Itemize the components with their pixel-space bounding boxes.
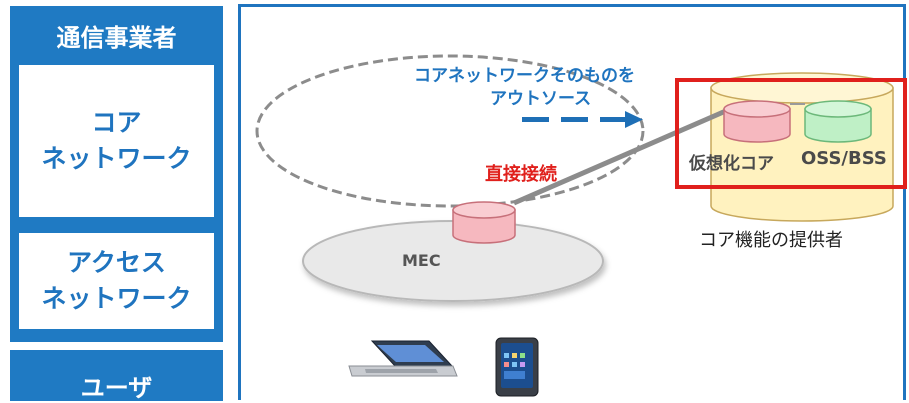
provider-highlight-frame — [675, 78, 907, 189]
outsource-arrow — [522, 111, 643, 128]
diagram-frame — [238, 4, 906, 400]
virtual-core-label: 仮想化コア — [689, 154, 774, 174]
laptop-icon — [348, 340, 458, 377]
direct-connection-line — [513, 107, 729, 206]
operator-panel: 通信事業者 コア ネットワーク アクセス ネットワーク — [10, 6, 223, 342]
direct-connection-label: 直接接続 — [485, 164, 557, 185]
access-network-label-line2: ネットワーク — [41, 284, 192, 313]
core-network-box: コア ネットワーク — [19, 65, 214, 217]
user-label: ユーザ — [80, 374, 153, 402]
virtual-core-cylinder — [723, 100, 791, 143]
core-network-ellipse — [255, 54, 645, 208]
operator-title: 通信事業者 — [56, 24, 177, 52]
smartphone-icon — [495, 337, 539, 397]
user-panel: ユーザ — [10, 350, 223, 402]
mec-cylinder — [452, 201, 516, 244]
oss-bss-label: OSS/BSS — [801, 148, 887, 169]
access-network-box: アクセス ネットワーク — [19, 233, 214, 329]
oss-bss-cylinder — [804, 100, 872, 143]
access-network-label-line1: アクセス — [67, 247, 166, 277]
outsource-label-line1: コアネットワークそのものを — [414, 66, 635, 86]
core-network-label-line2: ネットワーク — [41, 144, 192, 173]
operator-sidebar: 通信事業者 コア ネットワーク アクセス ネットワーク ユーザ — [0, 0, 231, 402]
outsource-label-line2: アウトソース — [490, 89, 592, 109]
core-network-label-line1: コア — [91, 107, 142, 137]
mec-label: MEC — [402, 251, 441, 270]
provider-label: コア機能の提供者 — [699, 230, 843, 251]
provider-cylinder — [710, 72, 894, 222]
